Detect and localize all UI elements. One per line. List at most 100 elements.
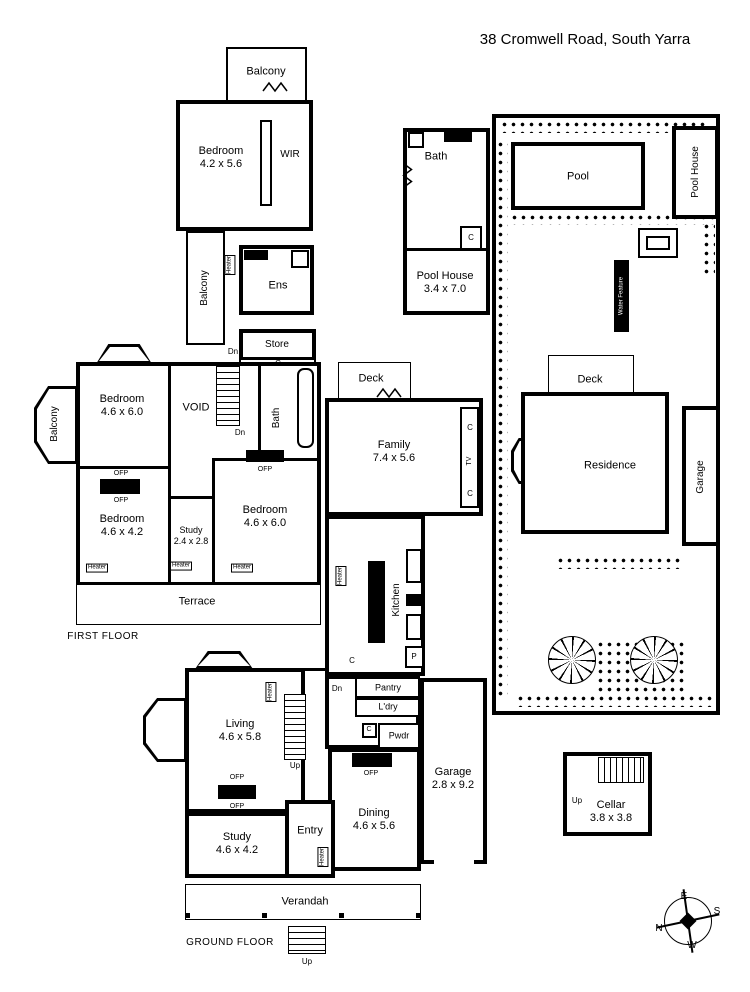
up-label: Up — [571, 796, 583, 806]
room-dims: 4.6 x 5.8 — [218, 731, 262, 743]
compass-e: E — [680, 891, 688, 902]
tree-icon — [548, 636, 596, 684]
balcony-west-bay — [34, 386, 78, 464]
study-first-label: Study 2.4 x 2.8 — [174, 525, 209, 547]
balcony-top-label: Balcony — [246, 65, 286, 78]
study-ground-label: Study 4.6 x 4.2 — [216, 831, 258, 857]
dn-label: Dn — [331, 684, 343, 694]
room-name: Cellar — [596, 798, 626, 811]
room-dims: 4.6 x 5.6 — [352, 820, 396, 832]
hedge-column — [702, 222, 715, 278]
room-dims: 2.4 x 2.8 — [173, 536, 209, 546]
stairs-ground — [284, 694, 306, 760]
bedroom-nw-label: Bedroom 4.6 x 6.0 — [100, 393, 145, 419]
dining-label: Dining 4.6 x 5.6 — [353, 807, 395, 833]
room-pantry — [355, 677, 420, 698]
bedroom-top-label: Bedroom 4.2 x 5.6 — [199, 145, 244, 171]
cupboard-box — [460, 226, 482, 250]
hedge-row — [510, 213, 714, 225]
room-pool-house-site — [672, 126, 719, 219]
verandah-post — [262, 913, 267, 918]
wall — [168, 366, 171, 582]
void-label: VOID — [182, 401, 210, 414]
kitchen-fixture — [406, 594, 422, 606]
kitchen-bench-fixture — [368, 561, 385, 643]
wall — [212, 461, 215, 583]
deck-site-label: Deck — [577, 373, 603, 386]
terrace-label: Terrace — [178, 595, 216, 608]
shower-fixture — [291, 250, 309, 268]
plan-title: 38 Cromwell Road, South Yarra — [479, 31, 691, 48]
compass-w: W — [687, 940, 697, 951]
residence-label: Residence — [584, 459, 636, 472]
room-bedroom-top — [176, 100, 313, 231]
room-dims: 4.6 x 6.0 — [100, 406, 144, 418]
hedge-row — [500, 120, 708, 133]
tree-icon — [630, 636, 678, 684]
up-label: Up — [301, 957, 313, 967]
room-name: Dining — [358, 806, 390, 819]
ofp-label: OFP — [113, 496, 129, 504]
shower-fixture — [408, 132, 424, 148]
verandah-post — [339, 913, 344, 918]
bath-pool-label: Bath — [424, 150, 448, 163]
pool-house-plan-label: Pool House 3.4 x 7.0 — [417, 270, 474, 296]
hedge-row — [516, 694, 712, 707]
hedge-column — [496, 140, 508, 700]
kitchen-fixture — [406, 614, 422, 640]
stairs-first-floor — [216, 366, 240, 426]
front-steps — [288, 926, 326, 954]
room-name: Garage — [434, 765, 472, 778]
bay-window-living — [195, 651, 253, 669]
store-label: Store — [265, 339, 289, 350]
water-feature-label: Water Feature — [618, 276, 625, 316]
room-name: Pool House — [416, 269, 474, 282]
heater-label: Heater — [169, 561, 193, 571]
ofp-label: OFP — [229, 773, 245, 781]
ofp-label: OFP — [229, 802, 245, 810]
stairs-cellar — [598, 757, 644, 783]
family-label: Family 7.4 x 5.6 — [373, 439, 415, 465]
garage-door-opening — [434, 859, 474, 865]
fireplace-fixture — [218, 785, 256, 799]
kitchen-label: Kitchen — [391, 583, 402, 617]
wir-label: WIR — [280, 149, 300, 160]
break-line-icon — [376, 386, 402, 405]
room-name: Bedroom — [198, 144, 244, 157]
hedge-row — [556, 556, 684, 569]
balcony-west-label: Balcony — [49, 406, 60, 442]
cupboard-label: C — [366, 725, 372, 733]
garage-site-label: Garage — [695, 460, 706, 494]
break-line-icon — [262, 80, 288, 99]
living-label: Living 4.6 x 5.8 — [219, 718, 261, 744]
kitchen-fixture — [406, 549, 422, 583]
heater-label: Heater — [224, 254, 236, 276]
room-dims: 2.8 x 9.2 — [431, 779, 475, 791]
room-dims: 4.6 x 6.0 — [243, 517, 287, 529]
room-verandah — [185, 884, 421, 920]
room-residence — [521, 392, 669, 534]
cellar-label: Cellar 3.8 x 3.8 — [590, 799, 632, 825]
fireplace-fixture — [100, 479, 140, 494]
room-dims: 3.4 x 7.0 — [423, 283, 467, 295]
room-garage-site — [682, 406, 720, 546]
heater-label: Heater — [230, 563, 254, 573]
wall — [168, 496, 214, 499]
up-label: Up — [289, 761, 301, 771]
balcony-mid-label: Balcony — [199, 270, 210, 306]
bedroom-se-label: Bedroom 4.6 x 6.0 — [243, 504, 288, 530]
compass-n: N — [655, 923, 663, 934]
ofp-label: OFP — [257, 465, 273, 473]
wall — [258, 362, 261, 460]
room-name: Study — [179, 525, 203, 536]
heater-label: Heater — [85, 563, 109, 573]
room-garage-plan — [420, 678, 487, 864]
first-floor-caption: FIRST FLOOR — [67, 631, 139, 642]
pantry-cupboard-box — [405, 646, 424, 668]
bathtub-fixture — [297, 368, 314, 448]
living-west-bay — [143, 698, 187, 762]
entry-label: Entry — [297, 824, 323, 837]
room-dining — [328, 748, 421, 871]
cupboard-strip — [460, 407, 479, 508]
